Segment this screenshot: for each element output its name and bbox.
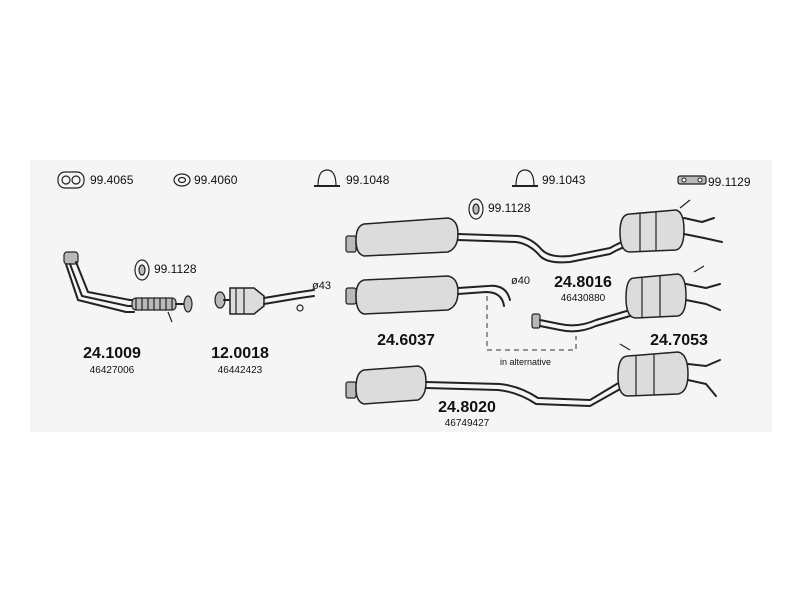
hardware-code: 99.1129	[708, 175, 751, 189]
hardware-code: 99.1043	[542, 173, 586, 187]
silencer-assembly-lower-drawing	[345, 343, 721, 407]
hanger-strip-icon	[677, 175, 707, 185]
u-clamp-icon	[314, 169, 340, 187]
part-number: 24.8020	[438, 399, 496, 416]
rubber-hanger-icon	[468, 198, 484, 220]
hardware-code: 99.1048	[346, 173, 390, 187]
part-number: 24.6037	[377, 332, 435, 349]
hardware-code: 99.4065	[90, 173, 134, 187]
alternative-note: in alternative	[500, 357, 552, 367]
part-number: 24.1009	[83, 345, 141, 362]
ring-gasket-icon	[173, 173, 191, 187]
silencer-assembly-upper-drawing	[345, 199, 723, 264]
hardware-code: 99.1128	[488, 201, 531, 215]
oem-number: 46749427	[444, 418, 490, 429]
oem-number: 46430880	[560, 293, 606, 304]
hardware-code: 99.4060	[194, 173, 238, 187]
hardware-code: 99.1128	[154, 262, 197, 276]
diameter-label: ø43	[312, 280, 331, 292]
catalytic-converter-drawing	[214, 287, 315, 315]
middle-silencer-drawing	[345, 275, 577, 351]
double-gasket-icon	[57, 171, 85, 189]
diagram-panel: 99.4065 99.4060 99.1048 99.1043 99.1129 …	[30, 160, 772, 432]
diameter-label: ø40	[511, 275, 530, 287]
u-clamp-icon	[512, 169, 538, 187]
rubber-hanger-icon	[134, 259, 150, 281]
front-pipe-drawing	[63, 251, 193, 323]
part-number: 24.7053	[650, 332, 708, 349]
oem-number: 46442423	[217, 365, 263, 376]
oem-number: 46427006	[89, 365, 135, 376]
exhaust-diagram-art	[57, 169, 723, 407]
rear-silencer-drawing	[531, 265, 721, 333]
part-number: 12.0018	[211, 345, 269, 362]
part-number: 24.8016	[554, 274, 612, 291]
